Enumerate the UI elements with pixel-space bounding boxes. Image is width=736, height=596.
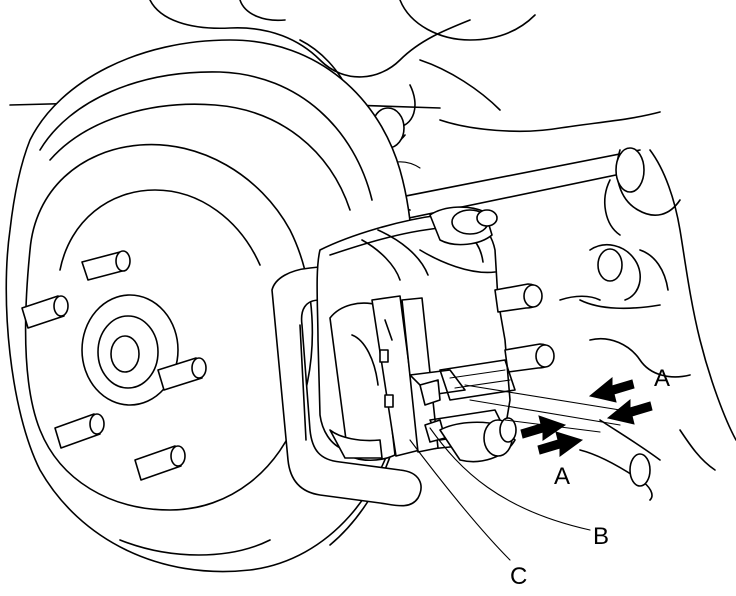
arrows-a-upper <box>588 376 653 425</box>
guide-pin-bolts <box>494 283 555 373</box>
arrows-a-lower <box>520 415 584 457</box>
wheel-stud <box>81 250 131 281</box>
callout-leaders <box>409 427 591 561</box>
caliper-lower-housing <box>439 417 517 463</box>
caliper-upper-boss <box>419 206 498 274</box>
callout-b: B <box>593 523 609 550</box>
wheel-studs <box>21 250 207 481</box>
wheel-stud <box>157 357 207 391</box>
callout-c: C <box>510 563 527 590</box>
wheel-stud <box>134 445 186 481</box>
wheel-stud <box>21 295 69 329</box>
right-suspension <box>559 147 736 501</box>
callout-a-lower: A <box>554 463 570 490</box>
wheel-stud <box>54 413 105 449</box>
callout-a-upper: A <box>654 365 670 392</box>
